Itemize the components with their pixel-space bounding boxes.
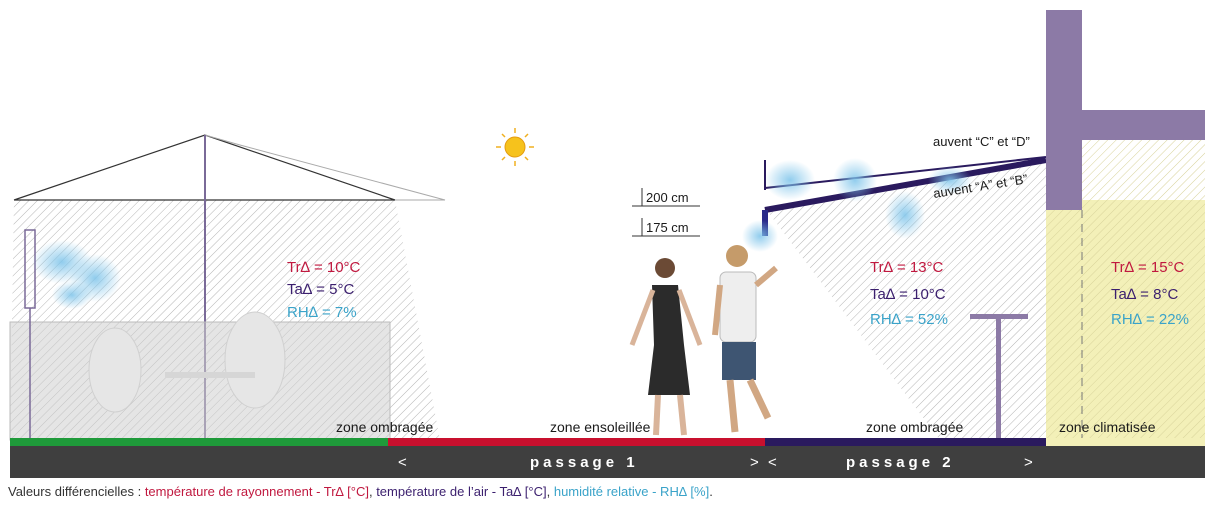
far-right-tr-value: Tr∆ = 15°C <box>1111 259 1185 276</box>
left-tr-value: Tr∆ = 10°C <box>287 259 361 276</box>
far-right-ta-value: Ta∆ = 8°C <box>1111 286 1178 303</box>
mist-cloud-right-4 <box>742 220 778 252</box>
passage1-arrow-left: < <box>398 454 407 471</box>
terrace-enclosure <box>9 321 391 441</box>
pedestrian-man <box>712 245 778 433</box>
right-ta-value: Ta∆ = 10°C <box>870 286 946 303</box>
legend-sep-1: , <box>368 484 377 499</box>
height-200-label: 200 cm <box>646 190 689 205</box>
high-table-leg <box>996 319 1001 440</box>
ground-strip-shaded <box>10 438 388 446</box>
pedestrian-woman <box>629 258 703 436</box>
high-table-top <box>970 314 1028 319</box>
legend-rh: humidité relative - RH∆ [%] <box>553 484 710 499</box>
right-shade-zone <box>742 156 1047 440</box>
mist-cloud-left-3 <box>52 281 92 309</box>
mist-cloud-right-2 <box>833 158 877 202</box>
sun-icon <box>496 128 534 166</box>
ground-strip-climatised <box>1046 438 1205 446</box>
zone-label-sunny: zone ensoleillée <box>550 419 651 435</box>
road-bar <box>10 446 1205 478</box>
cafe-table <box>165 372 255 378</box>
right-tr-value: Tr∆ = 13°C <box>870 259 944 276</box>
mist-cloud-right-1 <box>765 160 815 200</box>
passage2-arrow-left: < <box>768 454 777 471</box>
zone-label-shaded-left: zone ombragée <box>336 419 434 435</box>
legend-sep-2: , <box>546 484 554 499</box>
legend-tr: température de rayonnement - Tr∆ [°C] <box>144 484 369 499</box>
height-markers <box>632 188 700 237</box>
ground-strip-sunny <box>388 438 765 446</box>
building-canopy <box>1082 110 1205 140</box>
building-wall <box>1046 10 1082 210</box>
far-right-rh-value: RH∆ = 22% <box>1111 311 1189 328</box>
height-175-label: 175 cm <box>646 220 689 235</box>
left-ta-value: Ta∆ = 5°C <box>287 281 354 298</box>
awning-cd-label: auvent “C” et “D” <box>933 134 1030 149</box>
passage1-arrow-right: > <box>750 454 759 471</box>
legend-prefix: Valeurs différencielles : <box>8 484 145 499</box>
passage2-arrow-right: > <box>1024 454 1033 471</box>
mist-cloud-right-3 <box>885 191 925 239</box>
right-rh-value: RH∆ = 52% <box>870 311 948 328</box>
legend-ta: température de l’air - Ta∆ [°C] <box>376 484 547 499</box>
left-shade-zone <box>9 134 446 441</box>
seated-person-silhouette-2 <box>88 327 142 413</box>
climatised-zone <box>1046 10 1205 440</box>
right-shade-hatch <box>765 157 1046 440</box>
ground-strip-passage2 <box>765 438 1046 446</box>
zone-label-climatised: zone climatisée <box>1059 419 1156 435</box>
left-rh-value: RH∆ = 7% <box>287 304 357 321</box>
mist-cloud-right-5 <box>928 166 972 194</box>
seated-person-silhouette <box>224 311 286 409</box>
legend: Valeurs différencielles : température de… <box>8 484 713 499</box>
zone-label-shaded-right: zone ombragée <box>866 419 964 435</box>
awning-ab-beam <box>764 157 1047 213</box>
passage1-label: passage 1 <box>530 454 639 471</box>
umbrella-outline-back <box>204 134 446 201</box>
passage2-label: passage 2 <box>846 454 955 471</box>
legend-suffix: . <box>709 484 713 499</box>
